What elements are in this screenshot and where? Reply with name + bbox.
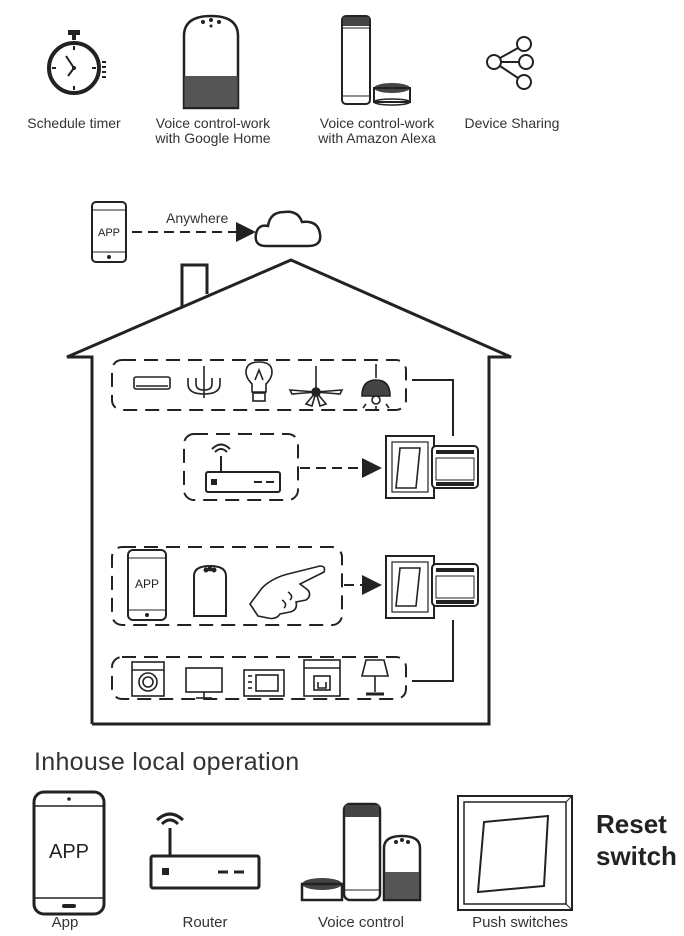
anywhere-label: Anywhere (166, 210, 228, 226)
feature-label-timer: Schedule timer (18, 116, 130, 131)
pendant-lamp-icon (361, 364, 391, 410)
chandelier-icon (187, 366, 221, 398)
house-outline (66, 258, 512, 726)
air-conditioner-icon (133, 376, 171, 390)
bottom-label-push: Push switches (472, 914, 568, 931)
stopwatch-icon (47, 30, 106, 95)
smart-speaker-icon (193, 564, 227, 617)
bottom-app-text: APP (49, 841, 89, 863)
microwave-icon (243, 669, 285, 697)
phone-app-text: APP (98, 227, 120, 239)
smart-switch-module-icon (431, 445, 479, 489)
share-icon (486, 36, 534, 90)
tv-monitor-icon (185, 667, 223, 699)
wall-switch-icon (385, 435, 435, 499)
feature-label-line: with Amazon Alexa (318, 130, 436, 146)
washing-machine-icon (131, 661, 165, 697)
feature-label-google: Voice control-work with Google Home (141, 116, 285, 146)
bottom-label-router: Router (182, 914, 228, 931)
feature-label-line: Schedule timer (27, 115, 121, 131)
amazon-echo-speaker-icon (341, 15, 411, 106)
light-bulb-icon (245, 361, 273, 402)
wall-switch-icon (385, 555, 435, 619)
feature-label-line: with Google Home (155, 130, 271, 146)
feature-label-line: Device Sharing (464, 115, 560, 131)
section-title: Inhouse local operation (34, 748, 300, 776)
reset-line: Reset (596, 809, 667, 839)
push-switch-icon (457, 795, 573, 911)
hand-touch-icon (249, 565, 326, 620)
bottom-label-voice: Voice control (318, 914, 404, 931)
smartphone-icon: APP (91, 201, 127, 263)
smartphone-icon: APP (127, 549, 167, 621)
control-group (111, 546, 343, 626)
google-home-speaker-icon (182, 14, 240, 110)
coffee-machine-icon (303, 659, 341, 697)
wifi-router-icon (205, 443, 281, 493)
voice-speakers-icon (300, 802, 422, 902)
feature-label-line: Voice control-work (319, 115, 435, 131)
reset-switch-label: Reset switch (596, 808, 677, 872)
smartphone-icon: APP (32, 790, 106, 916)
feature-label-alexa: Voice control-work with Amazon Alexa (305, 116, 449, 146)
appliance-group-bottom (111, 656, 407, 700)
ceiling-fan-icon (288, 366, 344, 408)
router-group (183, 433, 299, 501)
house-diagram: APP Anywhere (66, 201, 512, 726)
wifi-router-icon (149, 812, 261, 890)
reset-line: switch (596, 841, 677, 871)
bottom-label-app: App (51, 914, 79, 931)
table-lamp-icon (360, 659, 390, 696)
phone-app-text: APP (135, 577, 159, 591)
feature-label-sharing: Device Sharing (452, 116, 572, 131)
appliance-group-top (111, 359, 407, 411)
cloud-icon (254, 210, 322, 248)
feature-label-line: Voice control-work (155, 115, 271, 131)
smart-switch-module-icon (431, 563, 479, 607)
